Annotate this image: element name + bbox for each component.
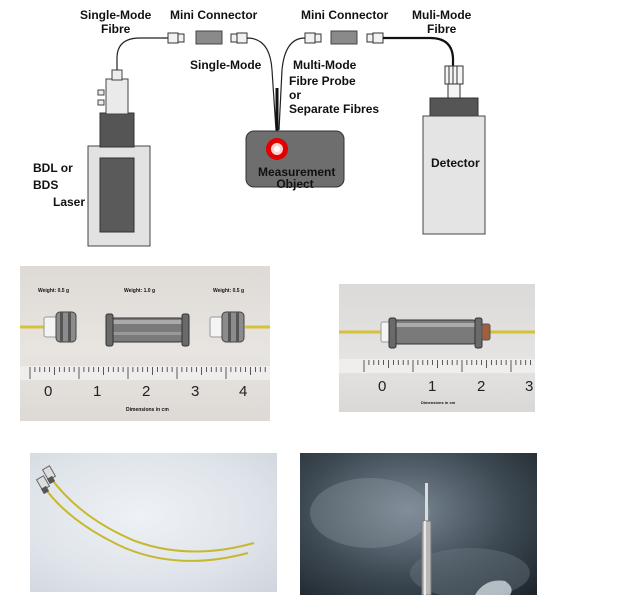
scale-num-2: 2 bbox=[142, 383, 150, 400]
scale2-num-3: 3 bbox=[525, 378, 533, 395]
label-multi-mode: Multi-Mode bbox=[293, 58, 356, 72]
laser-icon bbox=[88, 70, 150, 246]
scale-num-4: 4 bbox=[239, 383, 247, 400]
weight-right-label: Weight: 0.5 g bbox=[213, 288, 244, 294]
diagram-graphics bbox=[0, 0, 631, 255]
label-mini-connector-right: Mini Connector bbox=[301, 8, 388, 22]
mini-connector-right-icon bbox=[305, 31, 383, 44]
scale-num-3: 3 bbox=[191, 383, 199, 400]
setup-diagram: Single-Mode Fibre Mini Connector Mini Co… bbox=[0, 0, 631, 255]
weight-center-label: Weight: 1.0 g bbox=[124, 288, 155, 294]
scale-num-0: 0 bbox=[44, 383, 52, 400]
weight-left-label: Weight: 0.5 g bbox=[38, 288, 69, 294]
probe-graphics bbox=[300, 453, 537, 595]
photo-fibres bbox=[30, 453, 277, 592]
label-mini-connector-left: Mini Connector bbox=[170, 8, 257, 22]
multi-mode-fibre bbox=[383, 38, 453, 66]
label-multi-mode-fibre: Muli-Mode Fibre bbox=[412, 8, 471, 36]
label-single-mode-fibre: Single-Mode Fibre bbox=[80, 8, 151, 36]
mini-connector-left-icon bbox=[168, 31, 247, 44]
scale-num-1: 1 bbox=[93, 383, 101, 400]
dimensions-label: Dimensions in cm bbox=[126, 407, 169, 413]
label-measurement-object: Measurement Object bbox=[258, 166, 332, 190]
photo-connectors-open: Weight: 0.5 g Weight: 1.0 g Weight: 0.5 … bbox=[20, 266, 270, 421]
single-mode-fibre-to-probe bbox=[247, 38, 276, 130]
label-fibre-probe: Fibre Probe or Separate Fibres bbox=[289, 74, 379, 116]
fibres-graphics bbox=[30, 453, 277, 592]
scale2-num-1: 1 bbox=[428, 378, 436, 395]
connectors-joined-graphics bbox=[339, 284, 535, 412]
scale2-num-0: 0 bbox=[378, 378, 386, 395]
label-laser: BDL or BDS Laser bbox=[33, 160, 85, 211]
label-single-mode: Single-Mode bbox=[190, 58, 261, 72]
detector-icon bbox=[423, 66, 485, 234]
label-detector: Detector bbox=[431, 156, 480, 170]
dimensions-label-2: Dimensions in cm bbox=[421, 400, 455, 405]
single-mode-fibre bbox=[117, 38, 168, 70]
scale2-num-2: 2 bbox=[477, 378, 485, 395]
photo-connectors-joined: 0 1 2 3 Dimensions in cm bbox=[339, 284, 535, 412]
photo-probe bbox=[300, 453, 537, 595]
